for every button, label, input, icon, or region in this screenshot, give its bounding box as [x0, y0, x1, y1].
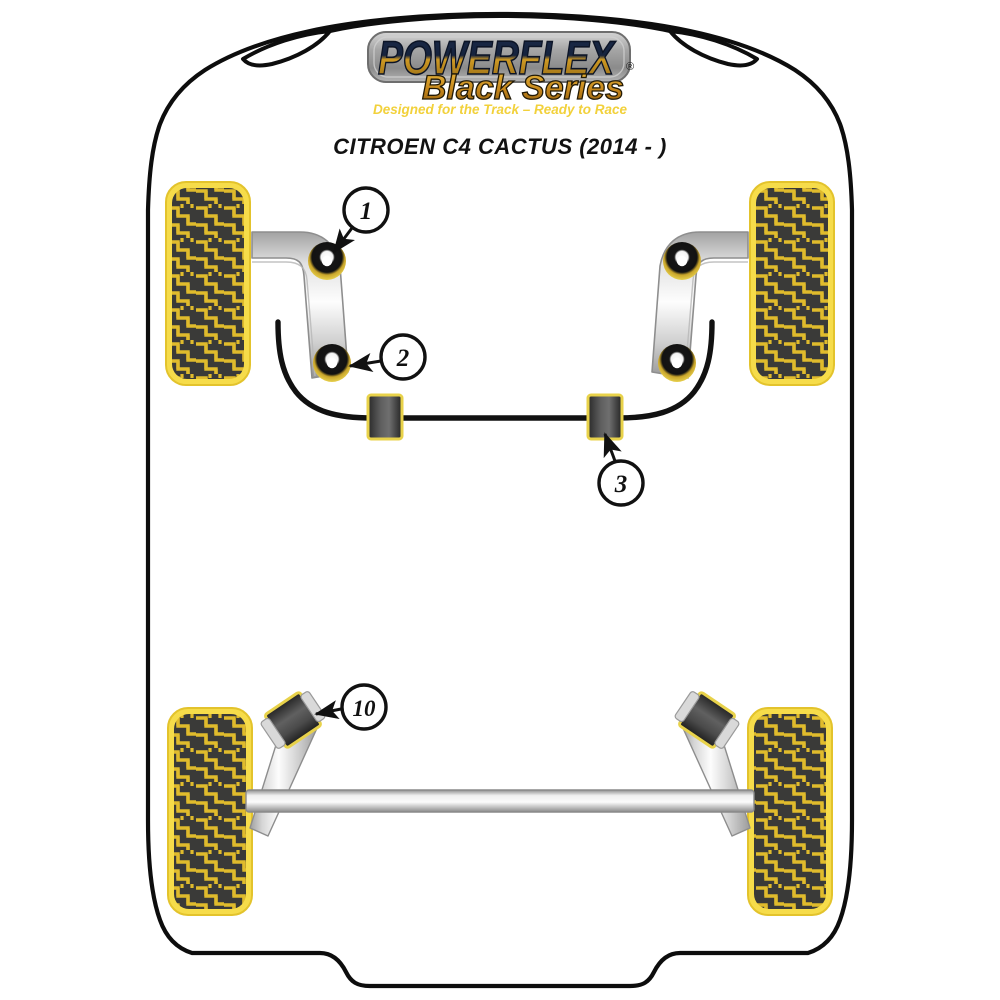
- tyre-front-right: [749, 181, 835, 386]
- callout-1[interactable]: 1: [332, 186, 390, 254]
- callout-1-leader-line: [332, 227, 356, 254]
- mirror-right-icon: [668, 29, 759, 68]
- tyre-front-left: [165, 181, 251, 386]
- tyre-rear-right: [747, 707, 833, 916]
- rear-beam-bush-left: [260, 691, 326, 749]
- logo-primary-text: POWERFLEX: [378, 31, 616, 84]
- car-body-outline: [145, 11, 855, 989]
- registered-mark-icon: ®: [626, 61, 634, 73]
- rear-torsion-beam-axle: [245, 712, 755, 837]
- page-title: CITROEN C4 CACTUS (2014 - ): [333, 134, 667, 159]
- arb-bush-left: [366, 393, 404, 441]
- rear-cross-beam: [245, 789, 755, 813]
- logo-secondary-text: Black Series: [422, 69, 624, 107]
- rear-beam-bush-right: [674, 691, 740, 749]
- body-silhouette: [145, 11, 855, 989]
- callout-2-circle: [379, 333, 427, 381]
- mirror-left-icon: [241, 29, 332, 68]
- callout-3-label: 3: [614, 471, 628, 498]
- callout-2-label: 2: [396, 345, 410, 372]
- wishbone-bush-front-right: [663, 242, 701, 280]
- callout-2-leader-line: [348, 352, 382, 372]
- wishbone-bush-rear-left: [313, 344, 351, 382]
- callout-10-label: 10: [353, 696, 377, 721]
- front-anti-roll-bar: [275, 319, 715, 421]
- callout-10-leader-line: [314, 700, 342, 720]
- tyre-rear-left: [167, 707, 253, 916]
- callout-1-label: 1: [360, 198, 373, 225]
- callout-1-circle: [342, 186, 390, 234]
- powerflex-logo: POWERFLEX ® Black Series Designed for th…: [367, 30, 634, 117]
- logo-badge-inner-bevel: [373, 36, 625, 78]
- logo-badge-plate: [367, 31, 631, 83]
- arb-bush-right: [586, 393, 624, 441]
- callout-10-circle: [340, 683, 388, 731]
- wishbone-bush-front-left: [308, 242, 346, 280]
- callout-3-circle: [597, 459, 645, 507]
- callout-10[interactable]: 10: [314, 683, 388, 731]
- callout-2[interactable]: 2: [348, 333, 427, 381]
- callout-3-leader-line: [603, 432, 622, 462]
- bonnet-crease-line: [329, 13, 671, 33]
- wishbone-bush-rear-right: [658, 344, 696, 382]
- callout-3[interactable]: 3: [597, 432, 645, 507]
- logo-tagline: Designed for the Track – Ready to Race: [373, 102, 628, 117]
